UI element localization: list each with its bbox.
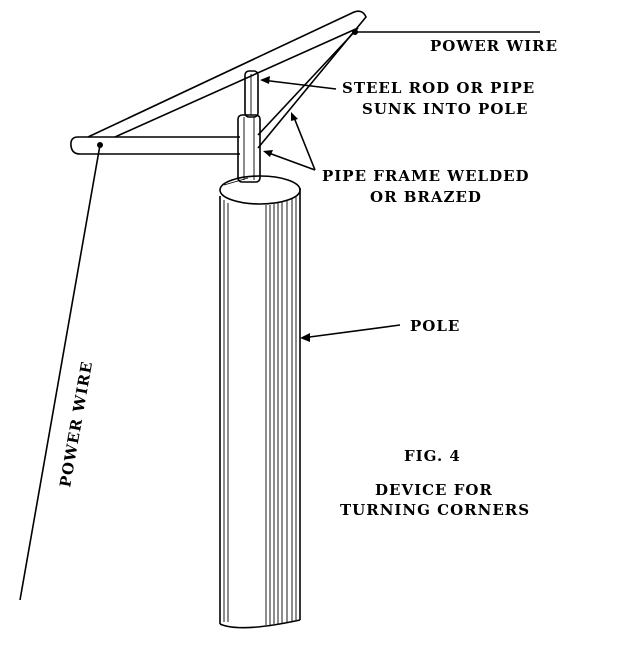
pipe-frame-label-line1: PIPE FRAME WELDED (322, 167, 530, 185)
figure-number: FIG. 4 (404, 447, 461, 465)
caption-line1: DEVICE FOR (375, 481, 493, 499)
steel-rod (237, 70, 261, 183)
power-wire-left-label: POWER WIRE (56, 359, 96, 488)
power-wire-left-line (19, 144, 101, 601)
power-wire-top-label: POWER WIRE (430, 37, 558, 55)
pipe-frame-label-line2: OR BRAZED (370, 188, 482, 206)
steel-rod-label-line1: STEEL ROD OR PIPE (342, 79, 535, 97)
wire-attachment-left (97, 142, 103, 148)
caption-line2: TURNING CORNERS (340, 501, 530, 519)
pole (219, 175, 301, 629)
pole-label: POLE (410, 317, 460, 335)
pipe-frame (70, 10, 367, 155)
steel-rod-label-line2: SUNK INTO POLE (362, 100, 528, 118)
leader-arrows (260, 76, 401, 342)
